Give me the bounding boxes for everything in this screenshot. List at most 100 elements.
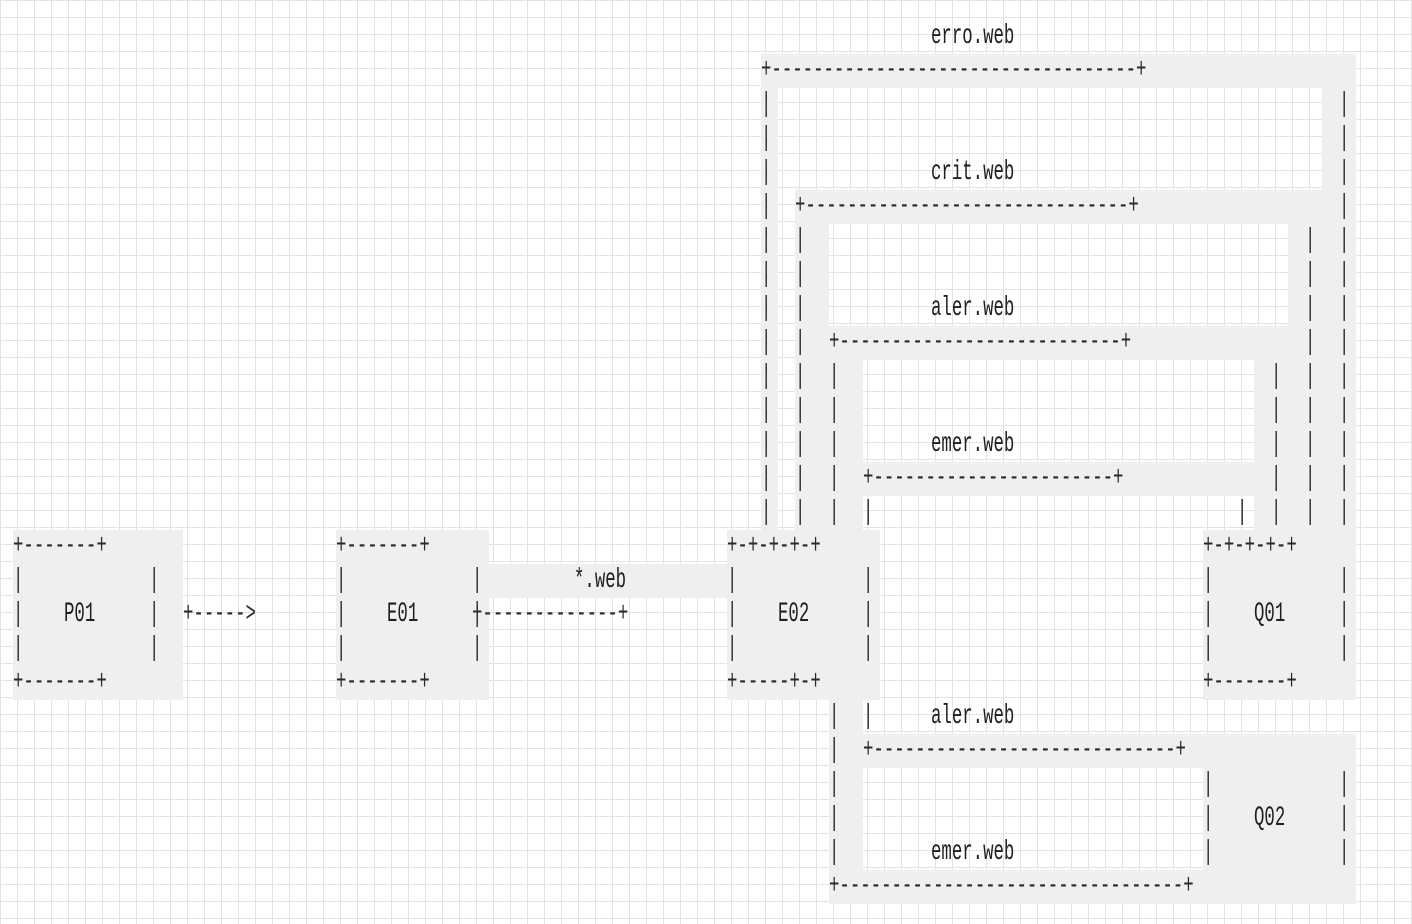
- line-aler-web-q01: +---------------------------+: [829, 327, 1132, 358]
- line-erro-web-right: |: [1339, 157, 1350, 188]
- e01-box-top: +-------+: [336, 531, 430, 562]
- line-erro-web-right: |: [1339, 191, 1350, 222]
- e01-box-left-side: |: [336, 565, 347, 596]
- line-erro-web-left: |: [761, 225, 772, 256]
- e01-box-bottom: +-------+: [336, 667, 430, 698]
- q01-box-top: +-+-+-+-+: [1203, 531, 1297, 562]
- line-crit-web-left: |: [795, 361, 806, 392]
- line-erro-web-right: |: [1339, 259, 1350, 290]
- edge-label-aler-web-q02: aler.web: [931, 701, 1015, 732]
- e01-box-right-side: |: [472, 633, 483, 664]
- q01-box-right-side: |: [1339, 633, 1350, 664]
- line-crit-web-right: |: [1305, 361, 1316, 392]
- line-erro-web-right: |: [1339, 123, 1350, 154]
- line-e01-to-e02: +-------------+: [472, 599, 629, 630]
- line-erro-web-left: |: [761, 429, 772, 460]
- e02-box-bottom: +-----+-+: [727, 667, 821, 698]
- line-crit-web: +-------------------------------+: [795, 191, 1139, 222]
- e01-box-right-side: |: [472, 599, 483, 630]
- line-aler-web-q01-right: |: [1271, 463, 1282, 494]
- line-crit-web-right: |: [1305, 395, 1316, 426]
- q01-box-left-side: |: [1203, 565, 1214, 596]
- line-erro-web-right: |: [1339, 89, 1350, 120]
- line-erro-web-left: |: [761, 157, 772, 188]
- e02-box-left-side: |: [727, 633, 738, 664]
- line-emer-web-q02-left: |: [829, 701, 840, 732]
- diagram-band: [727, 530, 880, 700]
- q01-box-bottom: +-------+: [1203, 667, 1297, 698]
- node-p01-label: P01: [64, 599, 96, 630]
- diagram-band: [863, 462, 1254, 496]
- p01-box-bottom: +-------+: [13, 667, 107, 698]
- line-emer-web-q02-left: |: [829, 803, 840, 834]
- line-emer-web-q01-left: |: [863, 497, 874, 528]
- q02-box-right-side: |: [1339, 803, 1350, 834]
- line-emer-web-q01: +-----------------------+: [863, 463, 1124, 494]
- q02-box-right-side: |: [1339, 769, 1350, 800]
- line-erro-web-right: |: [1339, 361, 1350, 392]
- line-aler-web-q01-right: |: [1271, 395, 1282, 426]
- line-crit-web-left: |: [795, 497, 806, 528]
- line-erro-web: +-----------------------------------+: [761, 55, 1147, 86]
- line-erro-web-right: |: [1339, 429, 1350, 460]
- p01-box-right-side: |: [149, 633, 160, 664]
- line-emer-web-q02-left: |: [829, 735, 840, 766]
- line-erro-web-left: |: [761, 89, 772, 120]
- q02-box-right-side: |: [1339, 837, 1350, 868]
- line-crit-web-right: |: [1305, 429, 1316, 460]
- line-erro-web-left: |: [761, 463, 772, 494]
- edge-label-aler-web-q01: aler.web: [931, 293, 1015, 324]
- line-crit-web-left: |: [795, 225, 806, 256]
- p01-box-right-side: |: [149, 599, 160, 630]
- line-erro-web-right: |: [1339, 395, 1350, 426]
- line-erro-web-left: |: [761, 497, 772, 528]
- e02-box-top: +-+-+-+-+: [727, 531, 821, 562]
- line-erro-web-right: |: [1339, 293, 1350, 324]
- diagram-band: [1322, 88, 1356, 530]
- line-erro-web-right: |: [1339, 225, 1350, 256]
- line-crit-web-right: |: [1305, 293, 1316, 324]
- line-crit-web-right: |: [1305, 259, 1316, 290]
- q02-box-left-side: |: [1203, 837, 1214, 868]
- node-q01-label: Q01: [1254, 599, 1286, 630]
- node-e02-label: E02: [778, 599, 810, 630]
- p01-box-left-side: |: [13, 633, 24, 664]
- line-erro-web-left: |: [761, 293, 772, 324]
- diagram-band: [795, 224, 829, 530]
- line-aler-web-q01-left: |: [829, 361, 840, 392]
- q02-box-left-side: |: [1203, 803, 1214, 834]
- line-crit-web-right: |: [1305, 327, 1316, 358]
- q01-box-right-side: |: [1339, 565, 1350, 596]
- diagram-band: [336, 530, 489, 700]
- q01-box-left-side: |: [1203, 633, 1214, 664]
- line-aler-web-q01-left: |: [829, 463, 840, 494]
- line-aler-web-q01-right: |: [1271, 429, 1282, 460]
- line-erro-web-left: |: [761, 395, 772, 426]
- line-emer-web-q02-left: |: [829, 769, 840, 800]
- line-aler-web-q01-right: |: [1271, 361, 1282, 392]
- line-erro-web-right: |: [1339, 327, 1350, 358]
- e02-box-left-side: |: [727, 599, 738, 630]
- line-emer-web-q02: +---------------------------------+: [829, 871, 1194, 902]
- q01-box-left-side: |: [1203, 599, 1214, 630]
- diagram-band: [761, 54, 1356, 88]
- p01-box-left-side: |: [13, 565, 24, 596]
- line-erro-web-left: |: [761, 259, 772, 290]
- e01-box-left-side: |: [336, 633, 347, 664]
- edge-label-emer-web-q02: emer.web: [931, 837, 1015, 868]
- e01-box-left-side: |: [336, 599, 347, 630]
- diagram-band: [829, 870, 1356, 904]
- p01-box-right-side: |: [149, 565, 160, 596]
- e02-box-left-side: |: [727, 565, 738, 596]
- q02-box-left-side: |: [1203, 769, 1214, 800]
- line-crit-web-right: |: [1305, 463, 1316, 494]
- line-crit-web-left: |: [795, 259, 806, 290]
- diagram-band: [489, 564, 761, 598]
- line-erro-web-left: |: [761, 191, 772, 222]
- line-aler-web-q01-left: |: [829, 429, 840, 460]
- line-crit-web-right: |: [1305, 225, 1316, 256]
- line-aler-web-q01-left: |: [829, 497, 840, 528]
- edge-label-erro-web: erro.web: [931, 21, 1015, 52]
- node-e01-label: E01: [387, 599, 419, 630]
